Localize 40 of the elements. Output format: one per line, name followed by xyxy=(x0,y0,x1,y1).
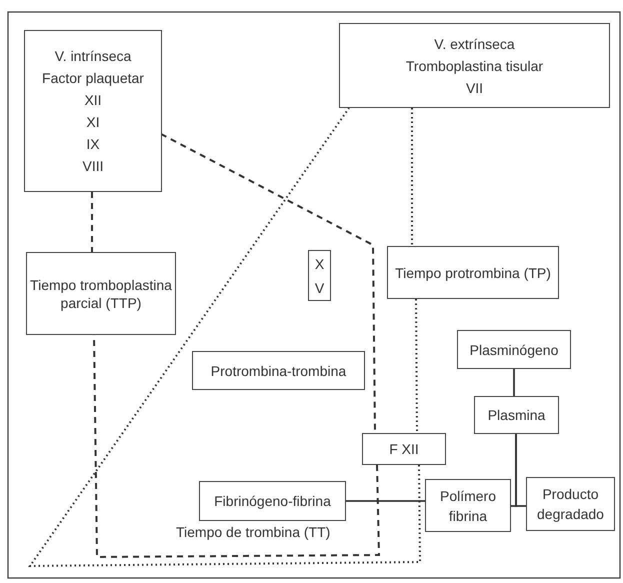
box-text: XI xyxy=(86,113,100,132)
connector-line xyxy=(346,500,425,502)
box-text: X xyxy=(314,254,324,274)
box-text: IX xyxy=(86,135,100,154)
dotted-line xyxy=(28,107,422,568)
box-text: Fibrinógeno-fibrina xyxy=(214,492,331,511)
dotted-line xyxy=(411,108,413,246)
text-box xyxy=(339,23,610,108)
dashed-line xyxy=(91,192,93,252)
box-text: Protrombina-trombina xyxy=(210,362,346,380)
box-text: Producto degradado xyxy=(536,485,605,524)
connector-line xyxy=(515,434,526,507)
text-box xyxy=(362,433,446,465)
annotation-text: Tiempo de trombina (TT) xyxy=(176,524,330,540)
box-text: Polímero fibrina xyxy=(438,486,498,526)
box-text: XII xyxy=(84,91,102,110)
text-box xyxy=(457,330,571,369)
text-box xyxy=(308,250,331,301)
box-text: Factor plaquetar xyxy=(42,69,144,88)
box-text: VII xyxy=(466,78,484,98)
text-box xyxy=(425,479,511,532)
text-box xyxy=(387,246,559,299)
box-text: F XII xyxy=(389,440,419,459)
box-text: Plasminógeno xyxy=(470,340,558,360)
text-box xyxy=(192,351,365,390)
box-text: VIII xyxy=(82,157,104,176)
dotted-line xyxy=(415,299,418,433)
text-box xyxy=(526,477,615,531)
text-box xyxy=(199,481,346,521)
box-text: V. intrínseca xyxy=(54,47,132,66)
box-text: Plasmina xyxy=(488,406,546,425)
text-box xyxy=(474,396,559,434)
text-box xyxy=(26,252,176,335)
text-box xyxy=(24,30,162,192)
box-text: Tromboplastina tisular xyxy=(406,56,544,76)
box-text: Tiempo protrombina (TP) xyxy=(395,264,551,282)
box-text: Tiempo tromboplastina parcial (TTP) xyxy=(29,276,173,312)
box-text: V. extrínseca xyxy=(434,34,515,54)
connector-line xyxy=(513,369,515,396)
box-text: V xyxy=(314,278,324,298)
